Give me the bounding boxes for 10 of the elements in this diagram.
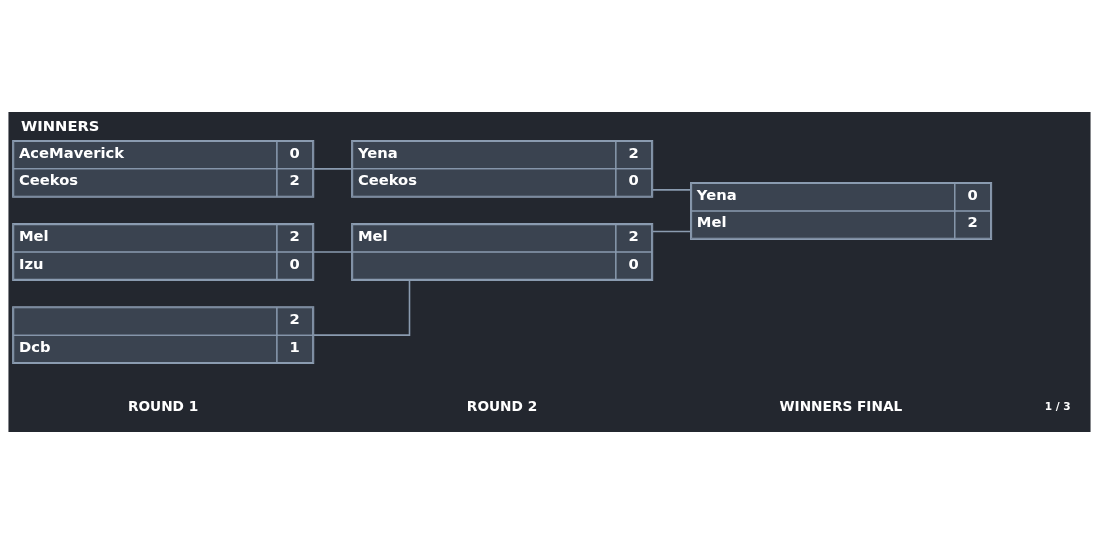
label: WINNERS FINAL [779, 397, 903, 414]
diagram-title: WINNERS [21, 116, 100, 134]
connector [313, 279, 411, 336]
label: ROUND 1 [127, 397, 199, 414]
connector [652, 230, 692, 232]
connector [313, 250, 353, 253]
connector [313, 167, 353, 170]
connector [652, 188, 692, 191]
label: ROUND 2 [466, 397, 538, 414]
label: 1 / 3 [1044, 399, 1071, 412]
